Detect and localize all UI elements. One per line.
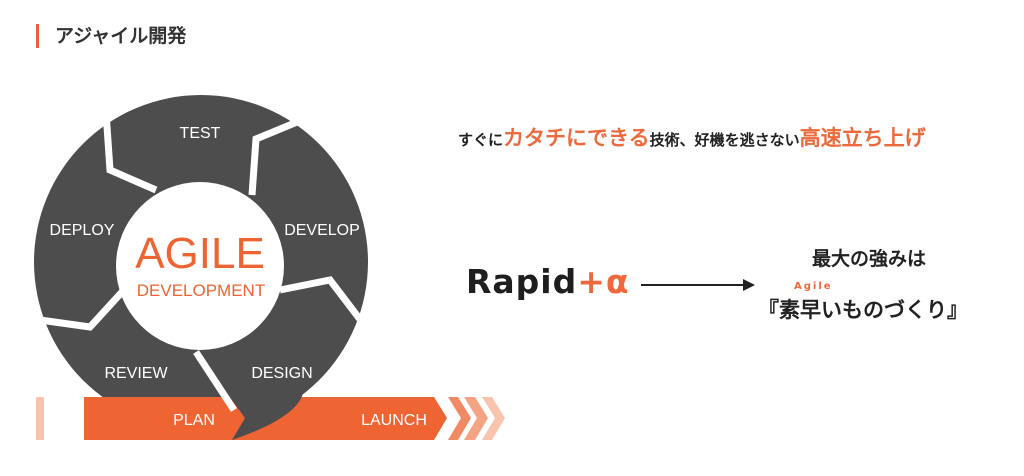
tagline-part: 技術、好機を逃さない xyxy=(649,131,800,149)
band-launch: LAUNCH xyxy=(361,412,427,429)
center-subtitle: DEVELOPMENT xyxy=(137,281,265,300)
design-tail xyxy=(226,350,304,440)
tagline: すぐにカタチにできる技術、好機を逃さない高速立ち上げ xyxy=(458,122,926,152)
agile-ruby: Agile xyxy=(794,281,833,292)
chevron-icon xyxy=(448,397,471,440)
chevron-icon xyxy=(482,397,505,440)
section-heading: アジャイル開発 xyxy=(36,24,186,48)
right-arrow-icon xyxy=(641,279,755,291)
phase-test: TEST xyxy=(180,125,221,142)
tagline-highlight: 高速立ち上げ xyxy=(799,126,926,150)
rapid-text: Rapid xyxy=(466,262,578,301)
rapid-alpha: Rapid+α xyxy=(466,262,630,301)
agile-cycle-diagram: TEST DEVELOP DESIGN REVIEW DEPLOY AGILE … xyxy=(34,95,505,440)
chevron-icon xyxy=(464,397,488,440)
tagline-part: すぐに xyxy=(458,131,504,149)
phase-design: DESIGN xyxy=(251,365,312,382)
center-circle xyxy=(116,182,284,350)
band-plan: PLAN xyxy=(173,412,215,429)
segment-dividers xyxy=(39,111,365,412)
strength-phrase: 『素早いものづくり』 xyxy=(758,298,968,322)
tagline-highlight: カタチにできる xyxy=(503,126,650,150)
phase-review: REVIEW xyxy=(104,365,168,382)
phase-develop: DEVELOP xyxy=(284,222,360,239)
strength-label: 最大の強みは xyxy=(812,248,927,270)
phase-deploy: DEPLOY xyxy=(50,222,115,239)
plus-alpha: +α xyxy=(577,262,630,301)
center-title: AGILE xyxy=(135,229,265,278)
